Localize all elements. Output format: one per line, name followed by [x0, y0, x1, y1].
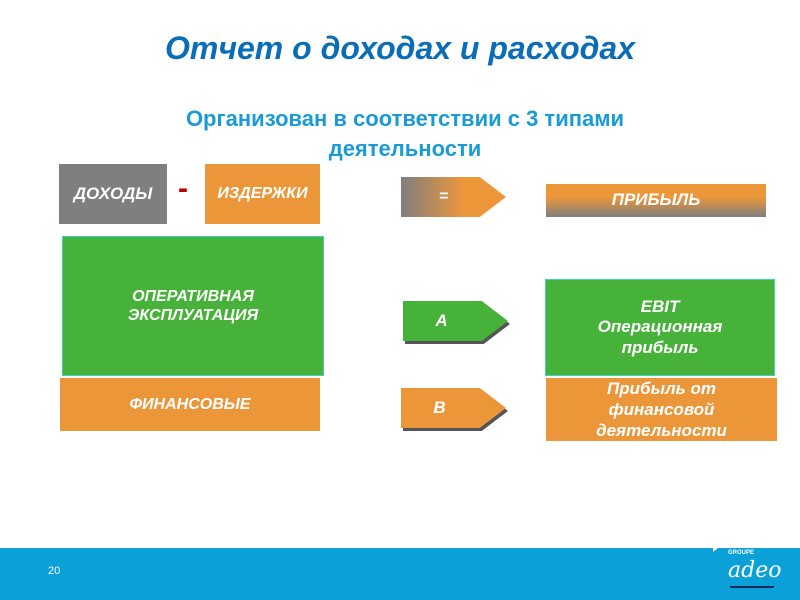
- arrow-b: B: [401, 388, 506, 428]
- equals-arrow: =: [401, 177, 506, 217]
- arrow-b-label: B: [401, 388, 506, 428]
- financial-box: ФИНАНСОВЫЕ: [60, 378, 320, 431]
- income-box: ДОХОДЫ: [59, 164, 167, 224]
- costs-box: ИЗДЕРЖКИ: [205, 164, 320, 224]
- minus-sign: -: [178, 172, 188, 205]
- arrow-a-label: A: [403, 301, 508, 341]
- arrow-a: A: [403, 301, 508, 341]
- page-number: 20: [48, 565, 61, 577]
- financial-profit-box: Прибыль от финансовой деятельности: [546, 378, 777, 441]
- slide-title: Отчет о доходах и расходах: [165, 30, 635, 66]
- logo-group-text: GROUPE: [728, 550, 755, 556]
- operating-box: ОПЕРАТИВНАЯ ЭКСПЛУАТАЦИЯ: [62, 236, 324, 376]
- logo-underline: [730, 586, 774, 588]
- slide-subtitle: Организован в соответствии с 3 типами де…: [185, 106, 625, 161]
- ebit-box: EBIT Операционная прибыль: [545, 279, 775, 376]
- profit-box: ПРИБЫЛЬ: [546, 184, 766, 217]
- adeo-logo: adeo: [728, 558, 782, 583]
- footer-bar: 20 GROUPE adeo: [0, 544, 800, 600]
- logo-notch: [713, 544, 723, 552]
